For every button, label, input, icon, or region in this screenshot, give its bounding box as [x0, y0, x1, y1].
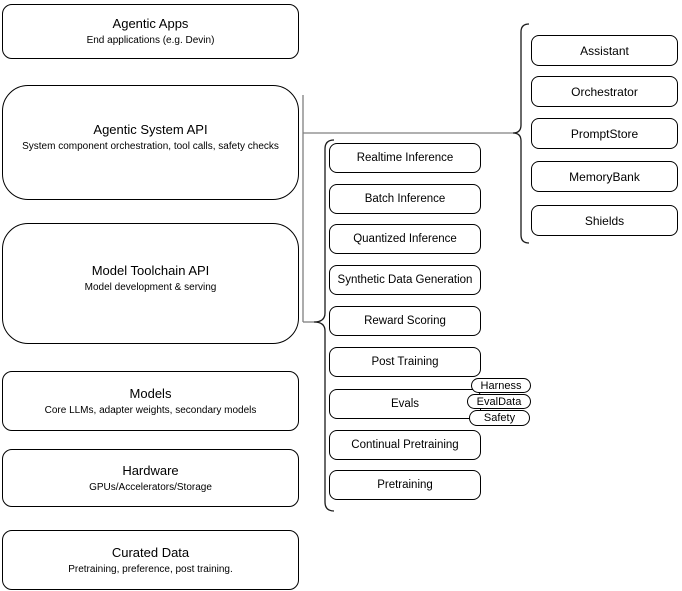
- toolchain-item-synthetic-data-generation: Synthetic Data Generation: [329, 265, 481, 295]
- system-item-memorybank: MemoryBank: [531, 161, 678, 192]
- models-title: Models: [129, 385, 172, 401]
- system-item-assistant: Assistant: [531, 35, 678, 66]
- models-box: Models Core LLMs, adapter weights, secon…: [2, 371, 299, 431]
- evals-tag-safety: Safety: [469, 410, 530, 426]
- agentic-system-api-title: Agentic System API: [93, 122, 208, 137]
- toolchain-item-post-training: Post Training: [329, 347, 481, 377]
- hardware-title: Hardware: [122, 462, 179, 478]
- evals-tag-evaldata: EvalData: [467, 394, 531, 409]
- curated-data-subtitle: Pretraining, preference, post training.: [68, 563, 233, 575]
- curated-data-title: Curated Data: [111, 544, 190, 560]
- model-toolchain-api-title: Model Toolchain API: [91, 263, 210, 278]
- toolchain-item-pretraining: Pretraining: [329, 470, 481, 500]
- hardware-box: Hardware GPUs/Accelerators/Storage: [2, 449, 299, 507]
- system-item-orchestrator: Orchestrator: [531, 76, 678, 107]
- curated-data-box: Curated Data Pretraining, preference, po…: [2, 530, 299, 590]
- agentic-system-api-subtitle: System component orchestration, tool cal…: [22, 141, 279, 152]
- toolchain-item-quantized-inference: Quantized Inference: [329, 224, 481, 254]
- agentic-apps-box: Agentic Apps End applications (e.g. Devi…: [2, 4, 299, 59]
- system-item-promptstore: PromptStore: [531, 118, 678, 149]
- model-toolchain-api-box: Model Toolchain API Model development & …: [2, 223, 299, 344]
- toolchain-item-evals: Evals: [329, 389, 481, 419]
- evals-tag-harness: Harness: [471, 378, 531, 393]
- agentic-apps-subtitle: End applications (e.g. Devin): [86, 35, 215, 46]
- toolchain-item-reward-scoring: Reward Scoring: [329, 306, 481, 336]
- model-toolchain-api-subtitle: Model development & serving: [84, 282, 217, 293]
- models-subtitle: Core LLMs, adapter weights, secondary mo…: [44, 404, 257, 416]
- hardware-subtitle: GPUs/Accelerators/Storage: [89, 481, 212, 493]
- toolchain-item-continual-pretraining: Continual Pretraining: [329, 430, 481, 460]
- system-item-shields: Shields: [531, 205, 678, 236]
- system-group-brace: [512, 23, 530, 244]
- toolchain-item-realtime-inference: Realtime Inference: [329, 143, 481, 173]
- toolchain-item-batch-inference: Batch Inference: [329, 184, 481, 214]
- agentic-system-api-box: Agentic System API System component orch…: [2, 85, 299, 200]
- agentic-apps-title: Agentic Apps: [112, 16, 189, 31]
